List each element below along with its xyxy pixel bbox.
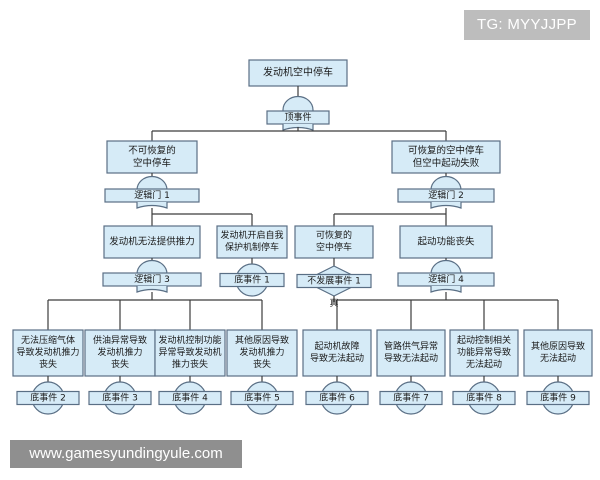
l3b-label: 保护机制停车 bbox=[225, 241, 279, 253]
leaf-right-4-box bbox=[523, 329, 593, 377]
leaf-left-2-label: 发动机推力 bbox=[97, 346, 142, 358]
leaf-right-2-event-label: 底事件 7 bbox=[393, 392, 429, 404]
watermark-bottom-left: www.gamesyundingyule.com bbox=[10, 440, 242, 468]
leaf-left-4-label: 丧失 bbox=[253, 358, 271, 370]
leaf-left-1-label: 无法压缩气体 bbox=[21, 334, 75, 346]
leaf-right-4-label: 无法起动 bbox=[540, 352, 576, 364]
leaf-right-1-box bbox=[302, 329, 372, 377]
leaf-left-3-event-strip bbox=[158, 390, 222, 406]
leaf-right-3-box bbox=[449, 329, 519, 377]
leaf-right-2-label: 管路供气异常 bbox=[384, 340, 438, 352]
leaf-left-2-event-label: 底事件 3 bbox=[102, 392, 138, 404]
l3b-label: 发动机开启自我 bbox=[220, 229, 283, 241]
true-label: 真 bbox=[329, 297, 338, 309]
l2a-box bbox=[106, 140, 198, 174]
leaf-left-1-label: 丧失 bbox=[39, 358, 57, 370]
leaf-left-1-event-label: 底事件 2 bbox=[30, 392, 66, 404]
leaf-right-2-label: 导致无法起动 bbox=[384, 352, 438, 364]
leaf-left-3-label: 发动机控制功能 bbox=[158, 334, 221, 346]
top-event-box bbox=[248, 59, 348, 87]
leaf-left-4-box bbox=[226, 329, 298, 377]
l3c-diamond-label: 不发展事件 1 bbox=[307, 275, 361, 287]
leaf-right-1-label: 起动机故障 bbox=[314, 340, 359, 352]
l3a-gate-label: 逻辑门 3 bbox=[134, 273, 170, 285]
l2b-label: 可恢复的空中停车 bbox=[408, 144, 484, 156]
leaf-right-3-label: 起动控制相关 bbox=[457, 334, 511, 346]
l2a-label: 不可恢复的 bbox=[128, 144, 176, 156]
leaf-right-1-event-label: 底事件 6 bbox=[319, 392, 355, 404]
leaf-right-2-event-strip bbox=[379, 390, 443, 406]
l3d-box bbox=[399, 225, 493, 259]
l3b-event-strip bbox=[219, 272, 285, 288]
leaf-left-3-label: 异常导致发动机 bbox=[158, 346, 221, 358]
leaf-right-3-label: 无法起动 bbox=[466, 358, 502, 370]
l3a-gate-base bbox=[136, 286, 168, 293]
l2a-label: 空中停车 bbox=[133, 157, 171, 169]
top-event-label: 发动机空中停车 bbox=[263, 66, 333, 79]
l3c-diamond-strip bbox=[296, 273, 372, 289]
l3b-event-label: 底事件 1 bbox=[234, 274, 270, 286]
leaf-left-4-event-label: 底事件 5 bbox=[244, 392, 280, 404]
leaf-right-4-event-label: 底事件 9 bbox=[540, 392, 576, 404]
leaf-right-4-label: 其他原因导致 bbox=[531, 340, 585, 352]
l3c-label: 可恢复的 bbox=[316, 229, 352, 241]
l2a-gate-base bbox=[136, 202, 168, 209]
leaf-left-1-box bbox=[12, 329, 84, 377]
leaf-left-3-event-label: 底事件 4 bbox=[172, 392, 208, 404]
leaf-left-2-event-strip bbox=[88, 390, 152, 406]
leaf-right-1-label: 导致无法起动 bbox=[310, 352, 364, 364]
top-event-gate-label: 顶事件 bbox=[284, 111, 311, 123]
l2a-gate-label: 逻辑门 1 bbox=[134, 189, 170, 201]
leaf-right-4-event-strip bbox=[526, 390, 590, 406]
leaf-left-1-event-strip bbox=[16, 390, 80, 406]
leaf-left-3-label: 推力丧失 bbox=[172, 358, 208, 370]
leaf-right-1-event-strip bbox=[305, 390, 369, 406]
leaf-right-3-event-strip bbox=[452, 390, 516, 406]
leaf-left-4-event-strip bbox=[230, 390, 294, 406]
leaf-right-2-box bbox=[376, 329, 446, 377]
l2b-box bbox=[391, 140, 501, 174]
l3a-box bbox=[103, 225, 201, 259]
l3d-gate-base bbox=[430, 286, 462, 293]
l3d-gate-label: 逻辑门 4 bbox=[428, 273, 464, 285]
leaf-left-1-label: 导致发动机推力 bbox=[16, 346, 79, 358]
l2b-label: 但空中起动失败 bbox=[413, 157, 480, 169]
leaf-right-3-event-label: 底事件 8 bbox=[466, 392, 502, 404]
l3b-box bbox=[216, 225, 288, 259]
top-event-gate-symbol bbox=[282, 95, 314, 114]
leaf-right-3-label: 功能异常导致 bbox=[457, 346, 511, 358]
leaf-left-2-label: 丧失 bbox=[111, 358, 129, 370]
leaf-left-4-label: 发动机推力 bbox=[239, 346, 284, 358]
l3c-label: 空中停车 bbox=[316, 241, 352, 253]
l2b-gate-label: 逻辑门 2 bbox=[428, 189, 464, 201]
leaf-left-2-label: 供油异常导致 bbox=[93, 334, 147, 346]
watermark-top-right: TG: MYYJJPP bbox=[464, 10, 590, 40]
l3d-label: 起动功能丧失 bbox=[417, 236, 475, 248]
l2b-gate-base bbox=[430, 202, 462, 209]
l3a-label: 发动机无法提供推力 bbox=[109, 236, 195, 248]
leaf-left-3-box bbox=[154, 329, 226, 377]
leaf-left-4-label: 其他原因导致 bbox=[235, 334, 289, 346]
